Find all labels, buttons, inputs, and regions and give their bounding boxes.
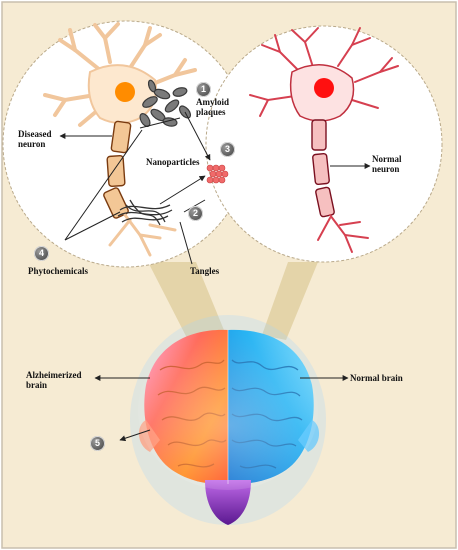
annotation-lines [59,111,371,442]
brain-illustration [130,315,326,525]
label-phytochemicals: Phytochemicals [28,266,88,276]
label-diseased-neuron: Diseased neuron [18,129,52,149]
label-normal-neuron: Normal neuron [372,154,402,174]
tangles [117,199,173,226]
diseased-neuron [43,22,197,257]
badge-amyloid: 1 [196,82,211,97]
label-alzheimerized-brain: Alzheimerized brain [26,370,82,390]
badge-brain: 5 [90,436,105,451]
label-tangles: Tangles [190,266,220,276]
label-amyloid-plaques: Amyloid plaques [196,97,230,117]
badge-nanoparticles: 3 [220,142,235,157]
diseased-nucleus [115,82,135,102]
brain-stem [205,480,251,525]
badge-phytochemicals: 4 [34,246,49,261]
connector-right [262,262,318,340]
nanoparticles [206,164,229,184]
connector-left [148,262,226,340]
normal-neuron [249,27,399,253]
label-normal-brain: Normal brain [350,373,403,383]
badge-tangles: 2 [188,206,203,221]
label-nanoparticles: Nanoparticles [146,157,200,167]
normal-nucleus [314,78,334,98]
